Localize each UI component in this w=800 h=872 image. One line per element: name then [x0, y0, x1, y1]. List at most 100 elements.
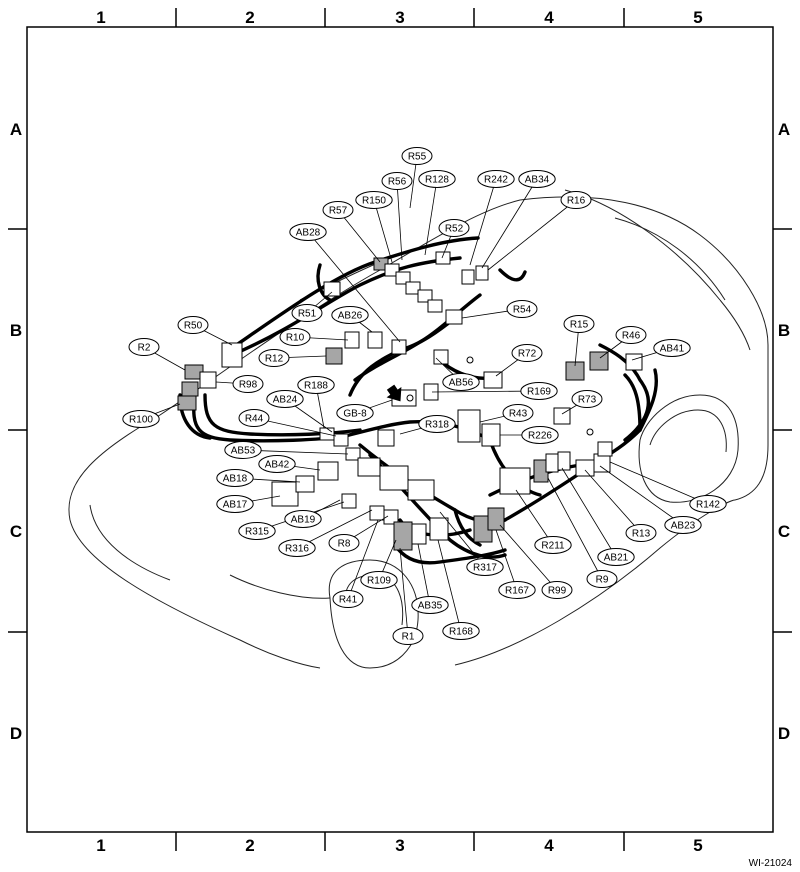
callout-label: AB21: [604, 553, 629, 564]
callout-ab41: AB41: [653, 339, 691, 357]
connector-block: [475, 265, 489, 281]
connector-block: [357, 457, 381, 477]
leader-line-r41: [347, 519, 379, 600]
callout-bubble: [238, 522, 276, 540]
leader-line-r142: [609, 461, 709, 505]
callout-bubble: [615, 326, 647, 344]
diagram-frame: [26, 26, 774, 833]
callout-r52: R52: [438, 219, 470, 237]
callout-r57: R57: [322, 201, 354, 219]
callout-label: R150: [362, 196, 386, 207]
callout-bubble: [534, 536, 572, 554]
callout-bubble: [289, 223, 327, 241]
leader-line-ab23: [599, 465, 684, 526]
callout-r9: R9: [586, 570, 618, 588]
callout-bubble: [258, 349, 290, 367]
grid-row-labels-left: A B C D: [10, 120, 22, 743]
callout-bubble: [664, 516, 702, 534]
connector-block: [395, 271, 411, 285]
callout-label: R109: [367, 576, 391, 587]
callout-label: AB28: [296, 228, 321, 239]
callout-r167: R167: [498, 581, 536, 599]
connector-block: [557, 451, 571, 471]
callout-label: R2: [138, 343, 151, 354]
callout-bubble: [232, 375, 264, 393]
callout-label: AB56: [449, 378, 474, 389]
callout-bubble: [360, 571, 398, 589]
callout-label: R43: [509, 409, 528, 420]
callout-r10: R10: [279, 328, 311, 346]
callout-bubble: [122, 410, 160, 428]
callout-bubble: [258, 455, 296, 473]
callout-ab21: AB21: [597, 548, 635, 566]
callout-label: R52: [445, 224, 464, 235]
callout-r41: R41: [332, 590, 364, 608]
grid-row-label: C: [10, 522, 22, 541]
connector-block: [177, 395, 197, 411]
leader-line-r211: [515, 489, 554, 546]
callout-bubble: [328, 534, 360, 552]
connector-block: [433, 349, 449, 365]
grid-row-label: C: [778, 522, 790, 541]
connector-block: [379, 465, 409, 491]
grid-row-label: B: [778, 321, 790, 340]
connector-block: [457, 409, 481, 443]
callout-bubble: [438, 219, 470, 237]
leader-line-ab21: [561, 467, 617, 558]
callout-label: R168: [449, 627, 473, 638]
callout-r99: R99: [541, 581, 573, 599]
grid-col-label: 4: [544, 836, 554, 855]
connector-block: [405, 281, 421, 295]
connector-block: [377, 429, 395, 447]
callout-r150: R150: [355, 191, 393, 209]
connector-block: [483, 371, 503, 389]
callout-bubble: [442, 373, 480, 391]
callout-r54: R54: [506, 300, 538, 318]
connector-block: [325, 347, 343, 365]
callout-r100: R100: [122, 410, 160, 428]
callout-r188: R188: [297, 376, 335, 394]
callout-bubble: [224, 441, 262, 459]
callout-bubble: [266, 390, 304, 408]
callout-label: R315: [245, 527, 269, 538]
callout-r16: R16: [560, 191, 592, 209]
callout-bubble: [541, 581, 573, 599]
callout-label: R128: [425, 175, 449, 186]
connector-block: [411, 523, 427, 545]
callout-label: R16: [567, 196, 586, 207]
callout-label: AB53: [231, 446, 256, 457]
callout-label: R317: [473, 563, 497, 574]
callout-bubble: [355, 191, 393, 209]
callout-ab35: AB35: [411, 596, 449, 614]
callout-bubble: [291, 304, 323, 322]
grid-col-label: 5: [693, 836, 702, 855]
callout-label: R242: [484, 175, 508, 186]
callout-label: AB23: [671, 521, 696, 532]
grid-col-label: 2: [245, 836, 254, 855]
callout-r168: R168: [442, 622, 480, 640]
callout-bubble: [560, 191, 592, 209]
callout-ab18: AB18: [216, 469, 254, 487]
callout-ab24: AB24: [266, 390, 304, 408]
connector-block: [545, 453, 559, 473]
callout-label: R211: [541, 541, 565, 552]
connector-block: [575, 459, 595, 477]
callout-r15: R15: [563, 315, 595, 333]
callout-r46: R46: [615, 326, 647, 344]
connector-block: [435, 251, 451, 265]
callout-r1: R1: [392, 627, 424, 645]
callout-bubble: [128, 338, 160, 356]
callout-label: R10: [286, 333, 305, 344]
connector-block: [481, 423, 501, 447]
callout-r72: R72: [511, 344, 543, 362]
callout-bubble: [653, 339, 691, 357]
callout-r316: R316: [278, 539, 316, 557]
leader-line-r99: [499, 524, 558, 591]
connector-block: [271, 481, 299, 507]
grid-row-label: A: [778, 120, 790, 139]
callout-ab17: AB17: [216, 495, 254, 513]
callout-ab19: AB19: [284, 510, 322, 528]
callout-label: R73: [578, 395, 597, 406]
callout-label: R226: [528, 431, 552, 442]
leader-line-r242: [469, 178, 497, 266]
